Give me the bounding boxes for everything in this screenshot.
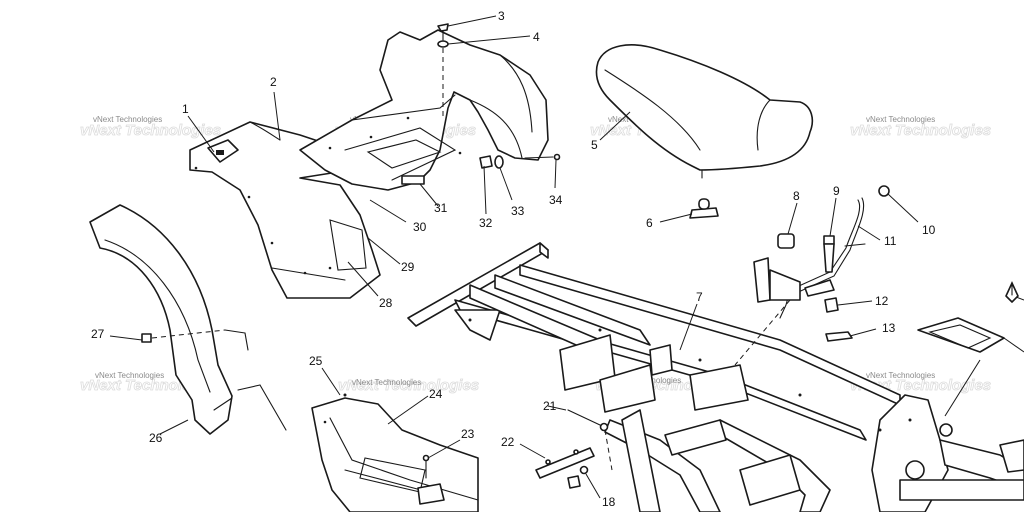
leader-lines (109, 15, 1024, 499)
skid-plate (917, 281, 1019, 353)
callout-labels: 1 2 3 4 5 6 7 8 9 10 11 12 13 18 21 22 2… (91, 9, 936, 509)
callout-5: 5 (591, 138, 598, 152)
callout-12: 12 (875, 294, 889, 308)
callout-24: 24 (429, 387, 443, 401)
rear-rack-body (299, 29, 549, 191)
seat (595, 44, 814, 179)
nut-washer-bolt (479, 153, 561, 169)
washer-18 (579, 465, 589, 475)
watermark: vNext Technologies (866, 371, 935, 380)
frame (407, 242, 1024, 512)
callout-18: 18 (602, 495, 616, 509)
callout-25: 25 (309, 354, 323, 368)
callout-8: 8 (793, 189, 800, 203)
callout-6: 6 (646, 216, 653, 230)
callout-10: 10 (922, 223, 936, 237)
callout-22: 22 (501, 435, 515, 449)
nut-18 (567, 475, 581, 489)
rear-fender-flare (89, 204, 287, 435)
callout-11: 11 (884, 234, 897, 248)
watermark-outline: vNext Technologies (338, 377, 479, 394)
footwell (311, 393, 479, 512)
callout-2: 2 (270, 75, 277, 89)
callout-1: 1 (182, 102, 189, 116)
watermark-outline: vNext Technologies (850, 122, 991, 139)
callout-28: 28 (379, 296, 393, 310)
callout-23: 23 (461, 427, 475, 441)
callout-7: 7 (696, 290, 703, 304)
callout-32: 32 (479, 216, 493, 230)
callout-27: 27 (91, 327, 105, 341)
callout-21: 21 (543, 399, 557, 413)
callout-26: 26 (149, 431, 163, 445)
bolt-21 (567, 409, 609, 432)
reflector (401, 175, 425, 185)
callout-13: 13 (882, 321, 896, 335)
seat-latch-rod (753, 185, 890, 319)
fender-clip (141, 333, 152, 343)
callout-9: 9 (833, 184, 840, 198)
callout-31: 31 (434, 201, 448, 215)
callout-4: 4 (533, 30, 540, 44)
latch-hardware (777, 233, 853, 342)
watermark: vNext Technologies (95, 371, 164, 380)
watermark: vNext Technologies (352, 378, 421, 387)
watermark: vNext Technologies (93, 115, 162, 124)
callout-33: 33 (511, 204, 525, 218)
screw-and-washer (437, 23, 449, 118)
bracket-22 (535, 447, 595, 479)
callout-3: 3 (498, 9, 505, 23)
watermark-outline: vNext Technologies (80, 122, 221, 139)
callout-34: 34 (549, 193, 563, 207)
watermark: vNext Technologies (866, 115, 935, 124)
callout-29: 29 (401, 260, 415, 274)
callout-30: 30 (413, 220, 427, 234)
seat-bumper (689, 198, 719, 219)
